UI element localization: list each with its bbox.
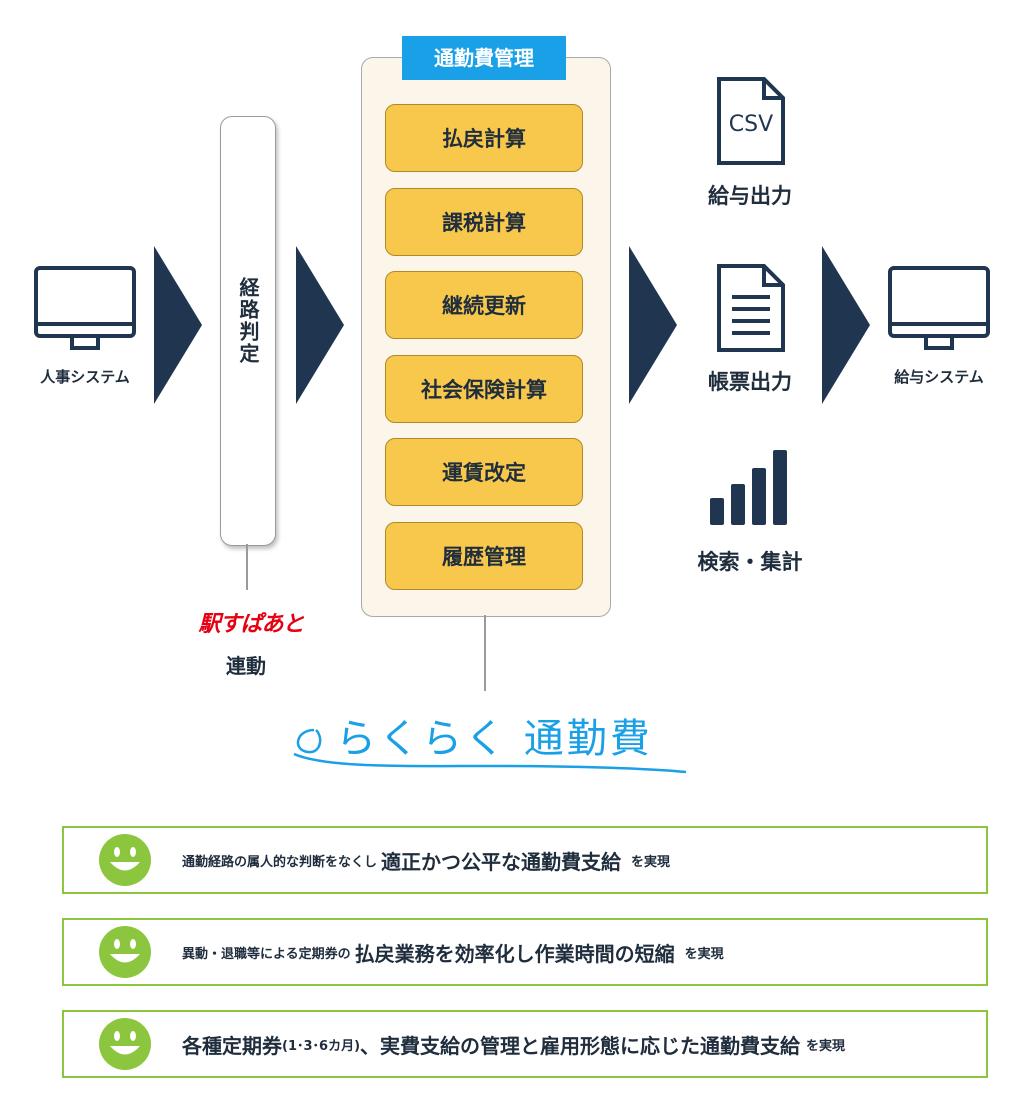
payroll-system-monitor-icon: [888, 266, 990, 350]
benefit-row: 各種定期券 (1･3･6カ月) 、実費支給の管理と雇用形態に応じた通勤費支給 を…: [62, 1010, 988, 1078]
function-box-social-insurance: 社会保険計算: [385, 355, 583, 423]
hr-system-monitor-icon: [34, 266, 136, 350]
panel-connector-line: [484, 615, 486, 691]
route-determination-label: 経路判定: [236, 277, 260, 365]
bar-chart-icon: [710, 450, 787, 525]
smiley-icon: [99, 1018, 151, 1070]
csv-icon-text: CSV: [728, 112, 774, 137]
arrow-right-icon: [822, 246, 870, 404]
brand-swoosh: [293, 728, 687, 774]
benefit-suffix: を実現: [631, 854, 671, 870]
benefit-suffix: を実現: [806, 1038, 846, 1054]
brand-name: らくらく 通勤費: [336, 716, 653, 762]
report-output-label: 帳票出力: [708, 370, 792, 394]
function-box-tax: 課税計算: [385, 188, 583, 256]
smiley-icon: [99, 926, 151, 978]
arrow-right-icon: [629, 246, 677, 404]
function-box-history: 履歴管理: [385, 522, 583, 590]
smiley-icon: [99, 834, 151, 886]
search-aggregate-label: 検索・集計: [697, 550, 803, 574]
benefit-emphasis-text: 各種定期券: [182, 1033, 282, 1058]
csv-file-icon: [717, 77, 785, 165]
payroll-output-label: 給与出力: [708, 184, 792, 208]
benefit-text: 通勤経路の属人的な判断をなくし 適正かつ公平な通勤費支給 を実現: [182, 828, 670, 892]
route-connector-line: [246, 544, 248, 590]
benefit-suffix: を実現: [684, 946, 724, 962]
benefit-small-text: 通勤経路の属人的な判断をなくし: [182, 854, 378, 870]
document-icon: [717, 264, 785, 352]
ekispert-logo: 駅すぱあと: [198, 612, 304, 637]
route-determination-box: 経路判定: [220, 116, 276, 546]
benefit-text: 各種定期券 (1･3･6カ月) 、実費支給の管理と雇用形態に応じた通勤費支給 を…: [182, 1012, 845, 1076]
hr-system-label: 人事システム: [40, 368, 130, 386]
benefit-row: 通勤経路の属人的な判断をなくし 適正かつ公平な通勤費支給 を実現: [62, 826, 988, 894]
benefit-emphasis-text: 払戻業務を効率化し作業時間の短縮: [354, 941, 675, 966]
function-box-fare-revision: 運賃改定: [385, 438, 583, 506]
benefit-text: 異動・退職等による定期券の 払戻業務を効率化し作業時間の短縮 を実現: [182, 920, 724, 984]
function-box-refund: 払戻計算: [385, 104, 583, 172]
benefit-emphasis-text: 、実費支給の管理と雇用形態に応じた通勤費支給: [360, 1033, 801, 1058]
function-box-renewal: 継続更新: [385, 271, 583, 339]
panel-title: 通勤費管理: [402, 36, 566, 80]
arrow-right-icon: [154, 246, 202, 404]
benefit-emphasis-text: 適正かつ公平な通勤費支給: [381, 849, 622, 874]
benefit-small-text: 異動・退職等による定期券の: [182, 946, 351, 962]
benefit-row: 異動・退職等による定期券の 払戻業務を効率化し作業時間の短縮 を実現: [62, 918, 988, 986]
benefit-small-text: (1･3･6カ月): [282, 1038, 361, 1054]
arrow-right-icon: [296, 246, 344, 404]
partner-link-label: 連動: [226, 654, 266, 678]
payroll-system-label: 給与システム: [894, 368, 984, 386]
